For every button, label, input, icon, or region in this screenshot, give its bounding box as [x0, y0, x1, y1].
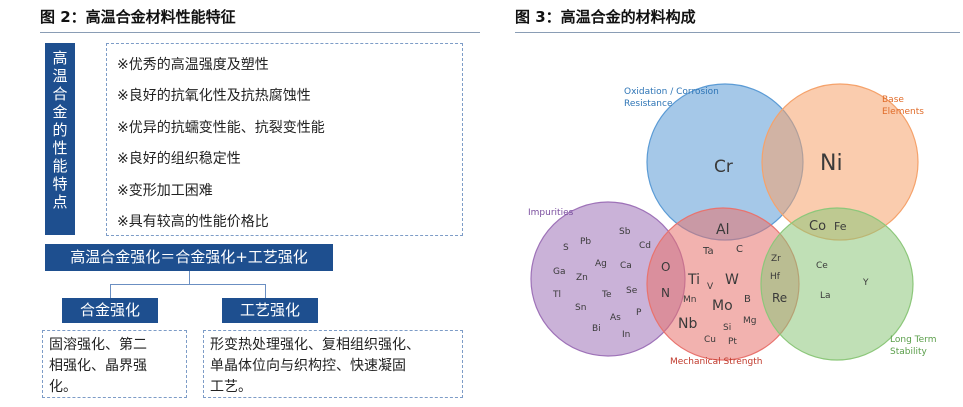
element-label: Sn — [575, 303, 586, 313]
tree-connector — [265, 284, 266, 298]
vertical-label-char: 金 — [52, 103, 68, 121]
caption-oxidation: Oxidation / Corrosion — [624, 87, 719, 97]
desc-line: 形变热处理强化、复相组织强化、 — [210, 337, 420, 353]
element-label: Se — [626, 286, 638, 296]
long-term-stability-circle — [760, 207, 914, 361]
element-label: In — [622, 330, 630, 340]
figure-3-title: 图 3：高温合金的材料构成 — [515, 8, 696, 26]
tree-connector — [189, 271, 190, 284]
element-label: Ga — [553, 267, 566, 277]
properties-panel: 高 温 合 金 的 性 能 特 点 ※优秀的高温强度及塑性 ※良好的抗氧化性及抗… — [40, 38, 470, 403]
desc-line: 化。 — [49, 379, 77, 395]
element-label: Co — [809, 219, 826, 234]
element-label: V — [707, 282, 714, 292]
element-label: Ce — [816, 261, 828, 271]
figure-2-title: 图 2：高温合金材料性能特征 — [40, 8, 236, 26]
vertical-label-char: 合 — [52, 85, 68, 103]
element-label: S — [563, 243, 569, 253]
caption-oxidation: Resistance — [624, 99, 673, 109]
alloy-strengthening-desc: 固溶强化、第二 相强化、晶界强 化。 — [42, 330, 187, 398]
element-label: N — [661, 286, 670, 300]
element-label: O — [661, 260, 670, 274]
property-item: ※优异的抗蠕变性能、抗裂变性能 — [117, 119, 325, 136]
caption-longterm: Stability — [890, 347, 928, 357]
caption-base: Elements — [882, 107, 924, 117]
vertical-label-char: 点 — [52, 193, 68, 211]
figure-2-title-rule — [40, 32, 480, 33]
vertical-label-char: 特 — [52, 175, 68, 193]
element-label: Zr — [771, 254, 781, 264]
element-label: Y — [862, 278, 869, 288]
properties-list: ※优秀的高温强度及塑性 ※良好的抗氧化性及抗热腐蚀性 ※优异的抗蠕变性能、抗裂变… — [106, 43, 463, 236]
element-label: Fe — [834, 220, 847, 233]
alloy-strengthening-label: 合金强化 — [62, 298, 158, 323]
element-label: Ta — [702, 246, 714, 257]
vertical-label-char: 性 — [52, 139, 68, 157]
element-label: As — [610, 313, 621, 323]
vertical-label-char: 能 — [52, 157, 68, 175]
caption-base: Base — [882, 95, 904, 105]
element-label: Sb — [619, 227, 631, 237]
element-label: Mn — [683, 295, 696, 305]
element-label: Nb — [678, 316, 697, 332]
process-strengthening-desc: 形变热处理强化、复相组织强化、 单晶体位向与织构控、快速凝固 工艺。 — [203, 330, 463, 398]
element-label: Ti — [687, 272, 700, 288]
element-label: Cr — [714, 157, 733, 177]
desc-line: 工艺。 — [210, 379, 252, 395]
property-item: ※良好的组织稳定性 — [117, 151, 241, 168]
property-item: ※优秀的高温强度及塑性 — [117, 57, 269, 73]
strengthening-formula: 高温合金强化＝合金强化+工艺强化 — [45, 244, 333, 271]
desc-line: 相强化、晶界强 — [49, 358, 147, 374]
desc-line: 固溶强化、第二 — [49, 337, 147, 353]
process-strengthening-label: 工艺强化 — [222, 298, 318, 323]
vertical-label-char: 高 — [52, 49, 68, 67]
alloy-composition-venn: Oxidation / Corrosion Resistance Base El… — [528, 83, 936, 367]
figure-3-title-rule — [515, 32, 960, 33]
caption-longterm: Long Term — [890, 335, 936, 345]
element-label: Re — [772, 291, 787, 305]
element-label: Bi — [592, 324, 601, 334]
tree-connector — [110, 284, 265, 285]
element-label: Pb — [580, 237, 591, 247]
element-label: La — [820, 291, 831, 301]
element-label: Mo — [712, 298, 733, 314]
vertical-label: 高 温 合 金 的 性 能 特 点 — [45, 43, 75, 235]
element-label: Ag — [595, 259, 607, 269]
caption-impurities: Impurities — [528, 208, 574, 218]
element-label: Cd — [639, 241, 651, 251]
element-label: W — [725, 272, 739, 288]
element-label: Hf — [770, 272, 781, 282]
property-item: ※具有较高的性能价格比 — [117, 214, 269, 231]
element-label: Zn — [576, 273, 588, 283]
element-label: P — [636, 308, 642, 318]
caption-mechanical: Mechanical Strength — [670, 357, 762, 367]
element-label: Al — [716, 222, 729, 238]
element-label: Si — [723, 323, 731, 333]
element-label: Ca — [620, 261, 632, 271]
vertical-label-char: 温 — [52, 67, 68, 85]
element-label: Te — [601, 290, 612, 300]
element-label: Tl — [552, 290, 561, 300]
element-label: Ni — [820, 151, 843, 176]
property-item: ※变形加工困难 — [117, 182, 213, 199]
element-label: B — [744, 294, 751, 305]
element-label: Cu — [704, 335, 716, 345]
desc-line: 单晶体位向与织构控、快速凝固 — [210, 358, 406, 374]
element-label: Pt — [728, 337, 737, 347]
element-label: Mg — [743, 316, 756, 326]
tree-connector — [110, 284, 111, 298]
property-item: ※良好的抗氧化性及抗热腐蚀性 — [117, 88, 311, 105]
vertical-label-char: 的 — [52, 121, 68, 139]
element-label: C — [736, 244, 743, 255]
